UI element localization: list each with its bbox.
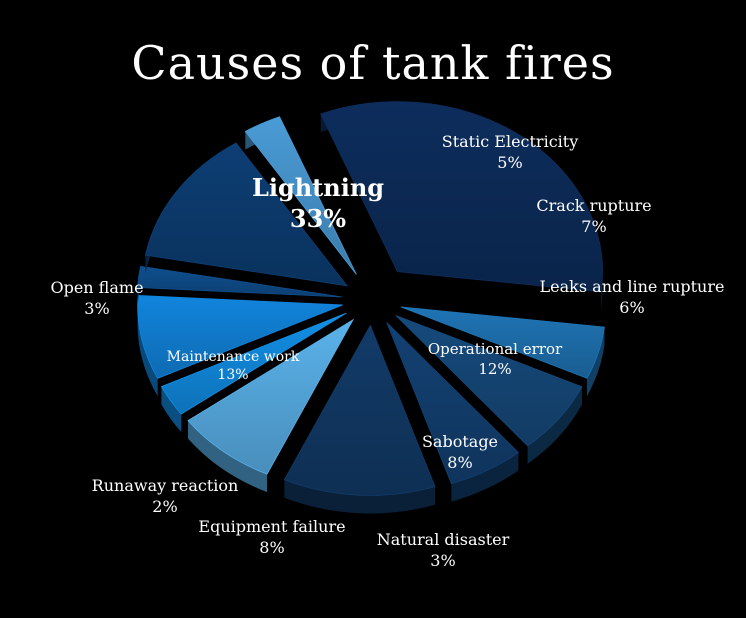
- pie-slice-runaway-reaction: [137, 265, 343, 306]
- slice-value: 3%: [430, 550, 456, 570]
- slice-value: 8%: [447, 452, 473, 472]
- pie-slice-open-flame: [244, 116, 357, 275]
- slice-value: 7%: [581, 216, 607, 236]
- pie-slice-lightning: [320, 101, 603, 310]
- slice-value: 5%: [497, 152, 523, 172]
- pie-slice-top: [400, 306, 605, 379]
- slice-label: Maintenance work 13%: [167, 348, 300, 384]
- slice-value: 3%: [84, 298, 110, 318]
- pie-slice-side: [137, 295, 158, 397]
- slice-name: Runaway reaction: [91, 476, 239, 495]
- slice-name: Natural disaster: [376, 530, 510, 549]
- pie-slice-side: [284, 479, 436, 514]
- slice-name: Open flame: [50, 278, 144, 297]
- slice-name: Sabotage: [421, 432, 499, 451]
- pie-slice-top: [395, 315, 583, 447]
- pie-slice-top: [144, 142, 349, 287]
- pie-slice-static-electricity: [400, 306, 605, 397]
- slice-value: 33%: [289, 204, 347, 234]
- slice-value: 13%: [217, 367, 249, 384]
- pie-slice-top: [320, 101, 603, 293]
- pie-slice-top: [137, 265, 343, 298]
- pie-slice-top: [283, 324, 436, 496]
- pie-slice-top: [244, 116, 357, 275]
- slice-name: Leaks and line rupture: [539, 277, 725, 296]
- pie-slice-side: [161, 386, 182, 433]
- pie-slice-leaks-and-line-rupture: [386, 321, 520, 502]
- slice-name: Crack rupture: [536, 196, 652, 215]
- pie-slice-top: [386, 321, 520, 485]
- pie-slice-sabotage: [187, 318, 355, 493]
- slice-value: 6%: [619, 297, 645, 317]
- slice-name: Lightning: [251, 173, 385, 202]
- pie-slice-top: [160, 312, 347, 415]
- pie-slice-side: [586, 327, 605, 397]
- pie-slice-crack-rupture: [395, 315, 583, 464]
- slice-name: Equipment failure: [198, 517, 346, 536]
- slice-name: Operational error: [427, 340, 563, 358]
- slice-name: Static Electricity: [441, 132, 579, 151]
- pie-slice-side: [188, 420, 268, 493]
- slice-value: 8%: [259, 537, 285, 557]
- pie-slice-natural-disaster: [160, 312, 347, 433]
- pie-slice-side: [451, 452, 519, 502]
- pie-slice-side: [527, 386, 582, 464]
- chart-title: Causes of tank fires: [131, 36, 615, 90]
- slice-value: 2%: [152, 496, 178, 516]
- pie-slice-top: [187, 318, 355, 475]
- slice-value: 12%: [478, 359, 512, 378]
- pie-slice-maintenance-work: [144, 142, 349, 287]
- slice-name: Maintenance work: [166, 349, 300, 365]
- pie-slice-operational-error: [283, 324, 436, 514]
